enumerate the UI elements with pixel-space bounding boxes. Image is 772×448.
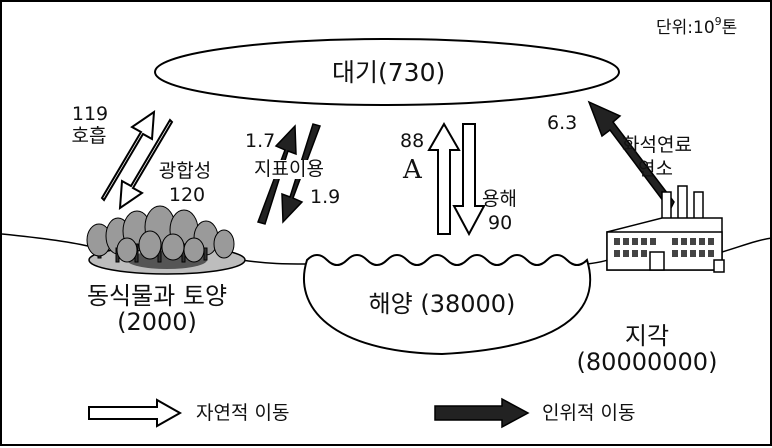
respiration-arrow xyxy=(100,110,156,202)
photosynthesis-value: 120 xyxy=(168,184,206,206)
atmosphere-ellipse xyxy=(154,38,620,106)
photosynthesis-label: 광합성 xyxy=(158,160,212,182)
crust-value: (80000000) xyxy=(576,348,718,376)
legend-natural-label: 자연적 이동 xyxy=(196,402,290,424)
ocean-label: 해양 (38000) xyxy=(368,290,516,318)
land-use-out-value: 1.9 xyxy=(310,186,341,208)
ocean-basin xyxy=(302,254,592,356)
biosphere-value: (2000) xyxy=(117,308,197,336)
unit-label: 단위:109톤 xyxy=(656,15,738,38)
respiration-value: 119 xyxy=(71,103,109,125)
biosphere-label: 동식물과 토양 xyxy=(86,282,228,310)
legend-human-arrow xyxy=(434,397,530,429)
legend-natural-arrow xyxy=(88,398,183,428)
unknown-A-label: A xyxy=(403,155,422,185)
ground-line xyxy=(2,233,308,265)
photosynthesis-arrow xyxy=(118,118,174,210)
respiration-label: 호흡 xyxy=(71,125,107,147)
ocean-down-value: 90 xyxy=(488,212,513,234)
factory-illustration xyxy=(606,185,725,273)
ocean-up-arrow xyxy=(427,121,461,235)
fossil-fuel-label-line2: 연소 xyxy=(638,158,673,180)
legend-human-label: 인위적 이동 xyxy=(542,402,636,424)
atmosphere-label: 대기(730) xyxy=(332,58,446,87)
ocean-down-arrow xyxy=(452,123,486,237)
land-use-label: 지표이용 xyxy=(253,158,325,180)
fossil-fuel-arrow xyxy=(587,100,675,212)
biosphere-illustration xyxy=(86,205,246,275)
crust-label: 지각 xyxy=(624,322,670,350)
fossil-fuel-label-line1: 화석연료 xyxy=(622,134,692,156)
fossil-fuel-value: 6.3 xyxy=(547,112,578,134)
land-use-in-value: 1.7 xyxy=(245,130,276,152)
ocean-up-value: 88 xyxy=(400,130,425,152)
dissolution-label: 용해 xyxy=(482,188,517,210)
